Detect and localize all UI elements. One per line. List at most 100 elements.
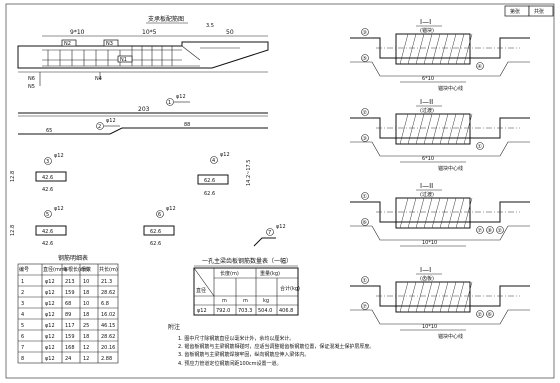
bar-callout bbox=[476, 62, 484, 70]
schedule-cell: 20.16 bbox=[101, 345, 115, 351]
schedule-outline bbox=[17, 263, 119, 364]
bar-4-dim: 62.6 bbox=[204, 191, 215, 197]
schedule-header: 每根长(cm) bbox=[63, 266, 90, 273]
qt-sub-0: m bbox=[222, 298, 227, 304]
schedule-cell: 28.62 bbox=[101, 334, 115, 340]
schedule-cell: 12 bbox=[83, 356, 89, 362]
dim-top-2: 10*5 bbox=[142, 29, 157, 36]
hatch-line bbox=[439, 113, 449, 145]
hatch-line bbox=[463, 33, 473, 65]
section-sub: (锚块) bbox=[420, 27, 434, 34]
stamp-cell-1: 第张 bbox=[510, 8, 520, 15]
bar-callout bbox=[476, 226, 484, 234]
bar-4-detail: 4 φ12 62.6 62.6 14.2~17.5 bbox=[197, 152, 252, 197]
hatch-line bbox=[407, 197, 417, 229]
bar-callout bbox=[486, 226, 494, 234]
bar-callout bbox=[361, 134, 369, 142]
bar-6-dim: 62.6 bbox=[150, 241, 161, 247]
schedule-header: 直径(mm) bbox=[43, 266, 67, 273]
bar-6-detail: 6 φ12 62.6 62.6 bbox=[143, 206, 176, 247]
sections-column: I—I(锚块)③⑤④6*10锚块中心线I—II(过渡)②③①6*10锚块中心线I… bbox=[350, 18, 530, 340]
schedule-cell: 24 bbox=[65, 356, 71, 362]
bar-callout bbox=[476, 142, 484, 150]
slab-outline bbox=[350, 37, 530, 59]
section-sub: (过渡) bbox=[420, 107, 434, 114]
section-dim: 6*10 bbox=[422, 76, 434, 82]
schedule-cell: φ12 bbox=[45, 323, 55, 329]
elev-bar-n1: N1 bbox=[120, 57, 127, 63]
schedule-cell: 21.3 bbox=[101, 279, 112, 285]
bar-callout-label: ④ bbox=[478, 64, 483, 70]
elev-bar-n5: N5 bbox=[28, 84, 35, 90]
bar-5-dim: 42.6 bbox=[42, 241, 53, 247]
slab-outline bbox=[350, 117, 530, 139]
section-dim: 6*10 bbox=[422, 156, 434, 162]
hatch-line bbox=[415, 33, 425, 65]
bar-callout bbox=[476, 310, 484, 318]
schedule-cell: 213 bbox=[65, 279, 75, 285]
qt-cell-0: φ12 bbox=[197, 308, 207, 314]
schedule-cell: 3 bbox=[21, 301, 24, 307]
hatch-line bbox=[439, 197, 449, 229]
hatch-line bbox=[423, 197, 433, 229]
bar-3-pos: 3 bbox=[46, 159, 49, 165]
bar-6-inner: 62.6 bbox=[150, 229, 161, 235]
bar-callout-label: ⑦ bbox=[478, 228, 483, 234]
section-mark: I—II bbox=[420, 98, 433, 106]
bar-3-inner: 42.6 bbox=[42, 175, 53, 181]
hatch-line bbox=[407, 281, 417, 313]
bar-callout bbox=[361, 54, 369, 62]
hatch-line bbox=[423, 113, 433, 145]
elev-bar-n4: N4 bbox=[95, 76, 102, 82]
hatch-line bbox=[431, 281, 441, 313]
bar-callout bbox=[361, 28, 369, 36]
anchor-block bbox=[395, 197, 471, 229]
bar-callout-label: ① bbox=[363, 278, 368, 284]
schedule-cell: 159 bbox=[65, 334, 75, 340]
bar-callout-label: ① bbox=[478, 144, 483, 150]
section-label: 锚块中心线 bbox=[438, 85, 463, 92]
bar-4-pos: 4 bbox=[212, 158, 215, 164]
qt-head-3: 合计(kg) bbox=[280, 285, 300, 292]
slab-soffit bbox=[350, 309, 530, 325]
bar-callout bbox=[361, 108, 369, 116]
bar-callout-label: ⑥ bbox=[363, 220, 368, 226]
bar-4-label: φ12 bbox=[220, 152, 230, 158]
bar-3-dim: 42.6 bbox=[42, 187, 53, 193]
schedule-cell: 46.15 bbox=[101, 323, 115, 329]
bar-4-side: 14.2~17.5 bbox=[246, 160, 252, 186]
bar-callout bbox=[361, 218, 369, 226]
elevation-title: 支承板配筋图 bbox=[148, 15, 184, 23]
schedule-cell: 6.8 bbox=[101, 301, 109, 307]
schedule-cell: 5 bbox=[21, 323, 24, 329]
schedule-cell: 2.88 bbox=[101, 356, 112, 362]
bar-1-length: 203 bbox=[138, 106, 150, 113]
schedule-cell: 18 bbox=[83, 312, 89, 318]
qt-head-1: 长度(m) bbox=[220, 270, 239, 277]
hatch-line bbox=[399, 197, 409, 229]
schedule-cell: φ12 bbox=[45, 334, 55, 340]
bar-callout-label: ② bbox=[363, 110, 368, 116]
schedule-cell: 2 bbox=[21, 290, 24, 296]
schedule-cell: 18 bbox=[83, 334, 89, 340]
bar-1-pos: 1 bbox=[168, 100, 171, 106]
hatch-line bbox=[415, 197, 425, 229]
schedule-cell: 6 bbox=[21, 334, 24, 340]
schedule-cell: 168 bbox=[65, 345, 75, 351]
bar-2-detail: 2 φ12 65 88 bbox=[18, 118, 268, 135]
section-dim: 10*10 bbox=[422, 324, 437, 330]
schedule-cell: 18 bbox=[83, 290, 89, 296]
schedule-header: 根数 bbox=[81, 266, 91, 273]
section-label: 锚块中心线 bbox=[438, 333, 463, 340]
dim-top-1: 9*10 bbox=[70, 29, 85, 36]
bar-callout bbox=[361, 192, 369, 200]
schedule-cell: 117 bbox=[65, 323, 75, 329]
dim-top-4: 50 bbox=[226, 29, 234, 36]
slab-soffit bbox=[350, 61, 530, 77]
bar-3-side: 12.8 bbox=[10, 171, 16, 182]
hatch-line bbox=[463, 197, 473, 229]
schedule-cell: φ12 bbox=[45, 279, 55, 285]
hatch-line bbox=[415, 281, 425, 313]
